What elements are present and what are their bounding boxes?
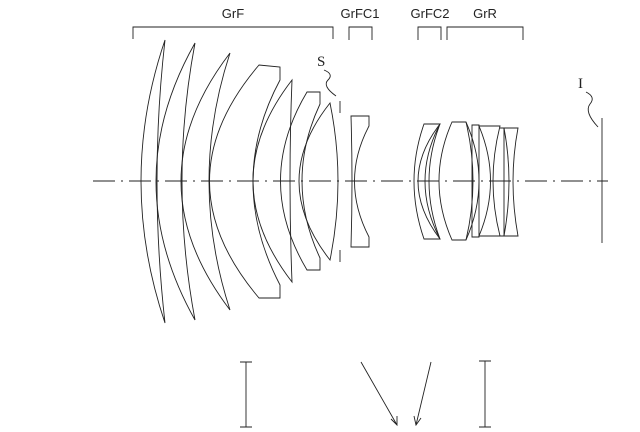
bracket-grf <box>132 26 334 39</box>
group-label-grfc1: GrFC1 <box>341 6 380 21</box>
lens-5-doublet-a <box>280 91 321 271</box>
lens-grfc2-b <box>424 123 441 240</box>
lens-1 <box>140 39 166 324</box>
group-label-grf: GrF <box>222 6 244 21</box>
lens-grr-1-surface <box>465 121 474 241</box>
position-bar-right <box>479 360 491 428</box>
image-plane-leader <box>585 91 599 128</box>
lens-grr-4 <box>500 127 505 237</box>
image-plane-label: I <box>578 76 583 92</box>
lens-grr-2 <box>471 124 480 238</box>
bracket-grfc1 <box>348 26 373 40</box>
bracket-grfc2 <box>417 26 442 40</box>
lens-2 <box>155 42 196 321</box>
position-bar-left <box>240 361 252 428</box>
lens-grfc1 <box>350 115 370 248</box>
lens-5-doublet-b <box>298 101 339 262</box>
stop-label: S <box>317 54 325 70</box>
movement-arrow-2 <box>413 361 432 427</box>
lens-3 <box>180 52 231 311</box>
lens-4-doublet-b <box>252 78 293 284</box>
lens-grr-5 <box>503 127 519 237</box>
stop-leader <box>323 69 337 97</box>
lens-4-doublet-a <box>209 64 281 299</box>
lens-grfc2-a <box>413 123 441 240</box>
group-label-grr: GrR <box>473 6 497 21</box>
bracket-grr <box>446 26 524 40</box>
group-label-grfc2: GrFC2 <box>411 6 450 21</box>
movement-arrow-1 <box>360 361 398 427</box>
